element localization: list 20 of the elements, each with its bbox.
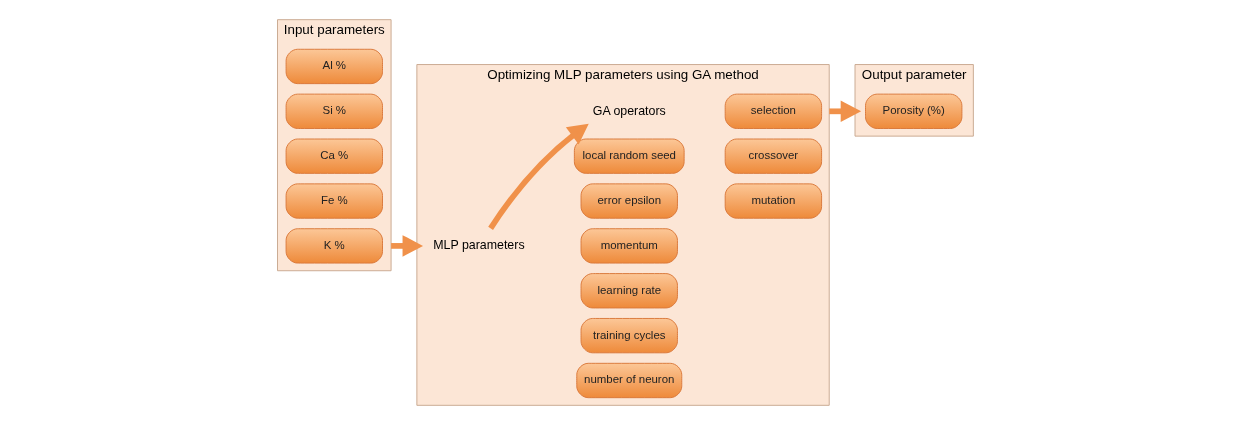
- node-box: Al %: [285, 48, 383, 85]
- node-box: number of neuron: [575, 362, 682, 399]
- node-box: K %: [285, 228, 383, 264]
- node-box: mutation: [724, 183, 822, 219]
- node-box: local random seed: [573, 138, 685, 174]
- arrow: [487, 123, 589, 230]
- node-box: error epsilon: [580, 183, 678, 219]
- node-text: GA operators: [592, 103, 666, 118]
- node-box: momentum: [580, 228, 678, 264]
- node-text: MLP parameters: [432, 238, 525, 253]
- node-box: Si %: [285, 93, 383, 129]
- node-box: training cycles: [580, 317, 678, 354]
- node-box: learning rate: [580, 273, 678, 309]
- node-box: crossover: [724, 138, 822, 174]
- arrow: [828, 100, 861, 123]
- node-box: Porosity (%): [864, 93, 962, 129]
- node-box: selection: [724, 93, 822, 129]
- node-box: Ca %: [285, 138, 383, 174]
- arrow: [390, 235, 423, 257]
- node-box: Fe %: [285, 183, 383, 219]
